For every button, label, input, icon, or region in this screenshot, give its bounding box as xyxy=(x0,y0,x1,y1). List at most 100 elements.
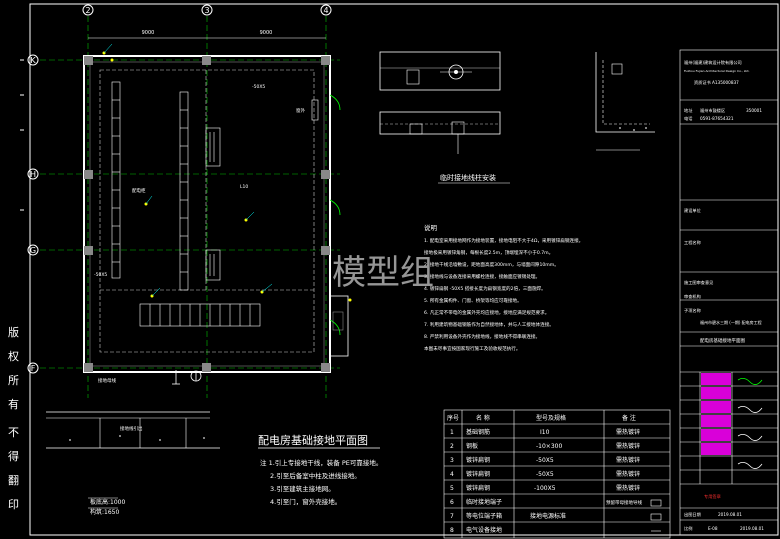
table-cell: 需热镀锌 xyxy=(616,428,640,436)
table-cell: 5 xyxy=(450,485,454,492)
address: 福州市鼓楼区 xyxy=(700,107,725,114)
table-cell: 接地电源标准 xyxy=(530,512,566,520)
table-cell: 需热镀锌 xyxy=(616,470,640,478)
table-cell: -50X5 xyxy=(536,457,554,464)
table-cell: Ⅰ10 xyxy=(540,429,550,436)
drawing-name: 配电房基础接地平面图 xyxy=(700,337,745,344)
field-label: 审查机构 xyxy=(684,293,701,300)
axis-bubbles-top: 2 3 4 xyxy=(82,4,332,16)
table-cell: 需热镀锌 xyxy=(616,484,640,492)
table-cell: -10×300 xyxy=(536,443,562,450)
instruction-line: 3. 接地线与设备连接采用螺栓连接，接触面应镀锡处理。 xyxy=(424,273,540,280)
issue-date-2: 2019.08.01 xyxy=(740,526,764,531)
company-name: 福州(福建)建筑设计院有限公司 xyxy=(684,59,742,66)
plan-note: 3.引至建筑主接地网。 xyxy=(270,484,335,493)
signature-cells xyxy=(701,373,763,469)
bottom-label: 接地母线 xyxy=(98,377,116,384)
issue-date: 2019.08.01 xyxy=(718,512,742,517)
table-cell: -50X5 xyxy=(536,471,554,478)
plan-note: 4.引至门，窗外壳接地。 xyxy=(270,497,341,506)
busbar-top-label: -50X5 xyxy=(252,84,265,90)
sidebar-char: 翻 xyxy=(8,473,19,487)
room-label: 配电柜 xyxy=(132,187,146,194)
table-cell: 镀锌扁钢 xyxy=(466,456,490,464)
watermark: 模型组 xyxy=(332,253,434,293)
drawing-number: E-08 xyxy=(708,526,718,531)
zip-code: 350001 xyxy=(746,108,762,113)
title-block xyxy=(679,49,779,536)
sidebar-copyright: 版 权 所 有 不 得 翻 印 xyxy=(8,325,19,511)
plan-note: 注 1.引上专接地干线，装备 PE可靠接地。 xyxy=(260,458,382,467)
table-cell: 钢板 xyxy=(466,442,478,450)
table-header: 名 称 xyxy=(476,414,490,422)
plan-notes: 注 1.引上专接地干线，装备 PE可靠接地。 2.引至后备室中柱及进线接地。 3… xyxy=(260,458,382,506)
table-header: 序号 xyxy=(447,414,459,422)
cert-number: A135000837 xyxy=(712,80,739,85)
instruction-line: 8. 严禁利用设备外壳作为接地线，接地线不得串联连接。 xyxy=(424,333,540,340)
table-cell: 临时接地端子 xyxy=(466,498,502,506)
address-label: 地址 xyxy=(684,107,693,113)
instruction-line: 接地极采用镀锌角钢，每根长度2.5m，顶端埋深不小于0.7m。 xyxy=(424,249,553,256)
red-stamp-label: 专用签章 xyxy=(704,493,721,500)
sidebar-char: 有 xyxy=(8,397,19,411)
table-cell: 2 xyxy=(450,443,454,450)
axis-bubbles-left: K H G F xyxy=(27,54,39,374)
floor-plan: -50X5 -50X5 配电柜 L10 接地母线 窗外 xyxy=(83,43,352,385)
cable-label: L10 xyxy=(240,184,248,190)
sidebar-char: 不 xyxy=(8,426,19,439)
section-detail: 接地线引出 板底高:1000 构筑:1650 xyxy=(46,411,220,516)
table-cell: 8 xyxy=(450,527,454,534)
axis-label: 2 xyxy=(85,6,90,15)
dimension-text: 9000 xyxy=(260,30,273,36)
table-cell: 需热镀锌 xyxy=(616,442,640,450)
plan-note: 2.引至后备室中柱及进线接地。 xyxy=(270,471,361,480)
table-header: 备 注 xyxy=(622,414,636,422)
table-cell: 4 xyxy=(450,471,454,478)
table-cell: 电气设备接地 xyxy=(466,526,502,534)
instruction-line: 7. 利用建筑物基础钢筋作为自然接地体，并与人工接地体连接。 xyxy=(424,321,554,328)
instructions: 说明 1. 配电室采用接地网作为接地装置，接地电阻不大于4Ω，采用镀锌扁钢连接。… xyxy=(424,223,583,352)
table-cell: 需热镀锌 xyxy=(616,456,640,464)
instruction-line: 1. 配电室采用接地网作为接地装置，接地电阻不大于4Ω，采用镀锌扁钢连接。 xyxy=(424,237,583,244)
axis-label: K xyxy=(30,56,36,65)
table-cell: -100X5 xyxy=(534,485,556,492)
sidebar-char: 印 xyxy=(8,498,19,511)
ground-symbol-icon xyxy=(172,370,202,385)
sidebar-char: 所 xyxy=(8,374,19,387)
field-label: 子项名称 xyxy=(684,307,701,314)
level-text: 板底高:1000 xyxy=(90,498,125,506)
table-cell: 预留带母接地导线 xyxy=(606,499,642,506)
slab-label: 接地线引出 xyxy=(120,425,143,432)
table-cell: 镀锌扁钢 xyxy=(466,484,490,492)
phone: 0591-87654321 xyxy=(700,116,734,121)
table-cell: 3 xyxy=(450,457,454,464)
detail-title: 临时接地线柱安装 xyxy=(440,173,496,182)
busbar-left-label: -50X5 xyxy=(94,272,107,278)
detail-installation: 临时接地线柱安装 xyxy=(379,51,655,184)
axis-label: G xyxy=(30,246,36,255)
table-header: 型号及规格 xyxy=(536,414,566,422)
instruction-line: 本图未尽事宜按国家现行施工及验收规范执行。 xyxy=(424,345,520,352)
project-name: 福州市碧水三期 (一期) 配电房工程 xyxy=(700,319,762,325)
sidebar-char: 得 xyxy=(8,450,19,463)
sidebar-char: 权 xyxy=(8,350,19,363)
level-text: 构筑:1650 xyxy=(90,508,119,516)
instruction-line: 2. 接地干线沿墙敷设，距地面高度300mm，与墙面间隙10mm。 xyxy=(424,261,559,268)
table-cell: 基础钢筋 xyxy=(466,428,490,436)
instruction-line: 5. 所有金属构件、门窗、桥架等均应可靠接地。 xyxy=(424,297,522,304)
instruction-line: 6. 凡正常不带电的金属外壳均应接地，接地应满足规范要求。 xyxy=(424,309,549,316)
table-cell: 镀锌扁钢 xyxy=(466,470,490,478)
plan-title: 配电房基础接地平面图 xyxy=(258,434,368,447)
table-cell: 等电位端子箱 xyxy=(466,512,502,520)
axis-label: F xyxy=(31,364,36,373)
cert-label: 资质证书 xyxy=(694,79,711,86)
table-cell: 7 xyxy=(450,513,454,520)
instruction-line: 4. 镀锌扁钢 -50X5 搭接长度为扁钢宽度的2倍，三面施焊。 xyxy=(424,285,546,292)
axis-label: H xyxy=(30,170,36,179)
instructions-heading: 说明 xyxy=(424,223,438,232)
material-table xyxy=(443,409,671,539)
axis-label: 4 xyxy=(323,6,328,15)
field-label: 施工图审查意见 xyxy=(684,279,713,286)
phone-label: 电话 xyxy=(684,115,692,122)
